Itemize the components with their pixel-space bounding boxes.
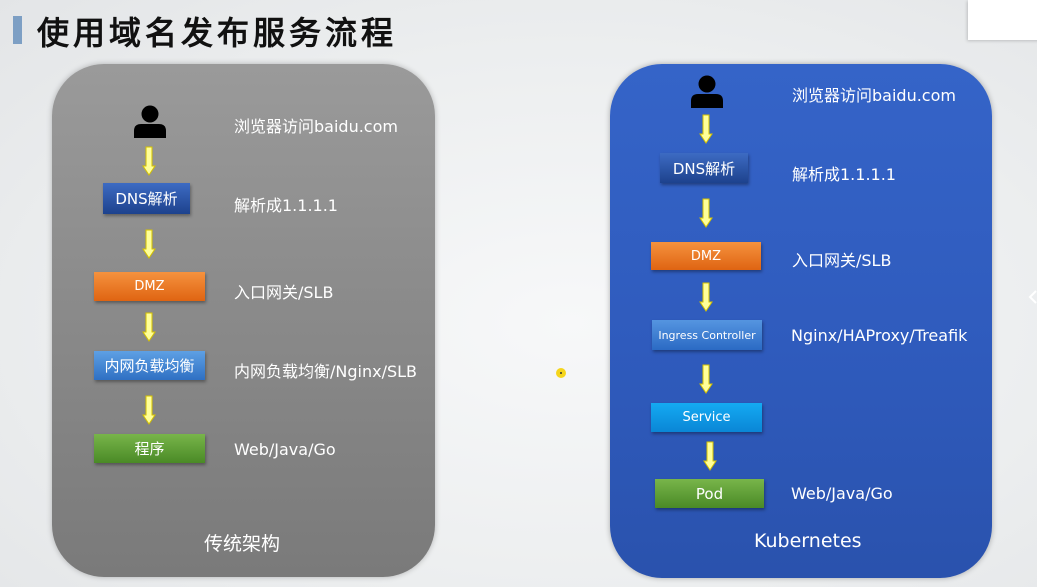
down-arrow-icon	[699, 198, 713, 228]
corner-card	[968, 0, 1037, 40]
dmz-box: DMZ	[651, 242, 761, 270]
down-arrow-icon	[142, 146, 156, 176]
down-arrow-icon	[142, 312, 156, 342]
program-box: 程序	[94, 434, 205, 463]
down-arrow-icon	[142, 395, 156, 425]
ingress-controller-box: Ingress Controller	[652, 320, 762, 350]
step-desc-dns: 解析成1.1.1.1	[792, 165, 896, 184]
down-arrow-icon	[703, 441, 717, 471]
page-title: 使用域名发布服务流程	[37, 14, 398, 52]
cursor-dot	[556, 368, 566, 378]
user-icon	[134, 105, 166, 138]
traditional-architecture-caption: 传统架构	[204, 533, 281, 555]
service-box: Service	[651, 403, 762, 432]
user-icon	[691, 75, 723, 108]
chevron-left-icon	[1028, 290, 1037, 304]
dmz-box: DMZ	[94, 272, 205, 301]
step-desc-browser: 浏览器访问baidu.com	[792, 86, 956, 105]
step-desc-dmz: 入口网关/SLB	[234, 283, 334, 302]
step-desc-pod: Web/Java/Go	[791, 484, 893, 503]
title-accent-bar	[13, 16, 22, 44]
dns-resolve-box: DNS解析	[660, 153, 748, 183]
internal-load-balancer-box: 内网负载均衡	[94, 351, 205, 380]
dns-resolve-box: DNS解析	[103, 183, 190, 214]
down-arrow-icon	[142, 229, 156, 259]
down-arrow-icon	[699, 364, 713, 394]
pod-box: Pod	[655, 479, 764, 508]
step-desc-dns: 解析成1.1.1.1	[234, 196, 338, 215]
step-desc-program: Web/Java/Go	[234, 440, 336, 459]
step-desc-dmz: 入口网关/SLB	[792, 251, 892, 270]
kubernetes-caption: Kubernetes	[754, 530, 862, 552]
down-arrow-icon	[699, 114, 713, 144]
step-desc-load-balancer: 内网负载均衡/Nginx/SLB	[234, 362, 418, 381]
step-desc-browser: 浏览器访问baidu.com	[234, 117, 398, 136]
down-arrow-icon	[699, 282, 713, 312]
traditional-architecture-panel	[52, 64, 435, 577]
step-desc-ingress: Nginx/HAProxy/Treafik	[791, 326, 968, 345]
